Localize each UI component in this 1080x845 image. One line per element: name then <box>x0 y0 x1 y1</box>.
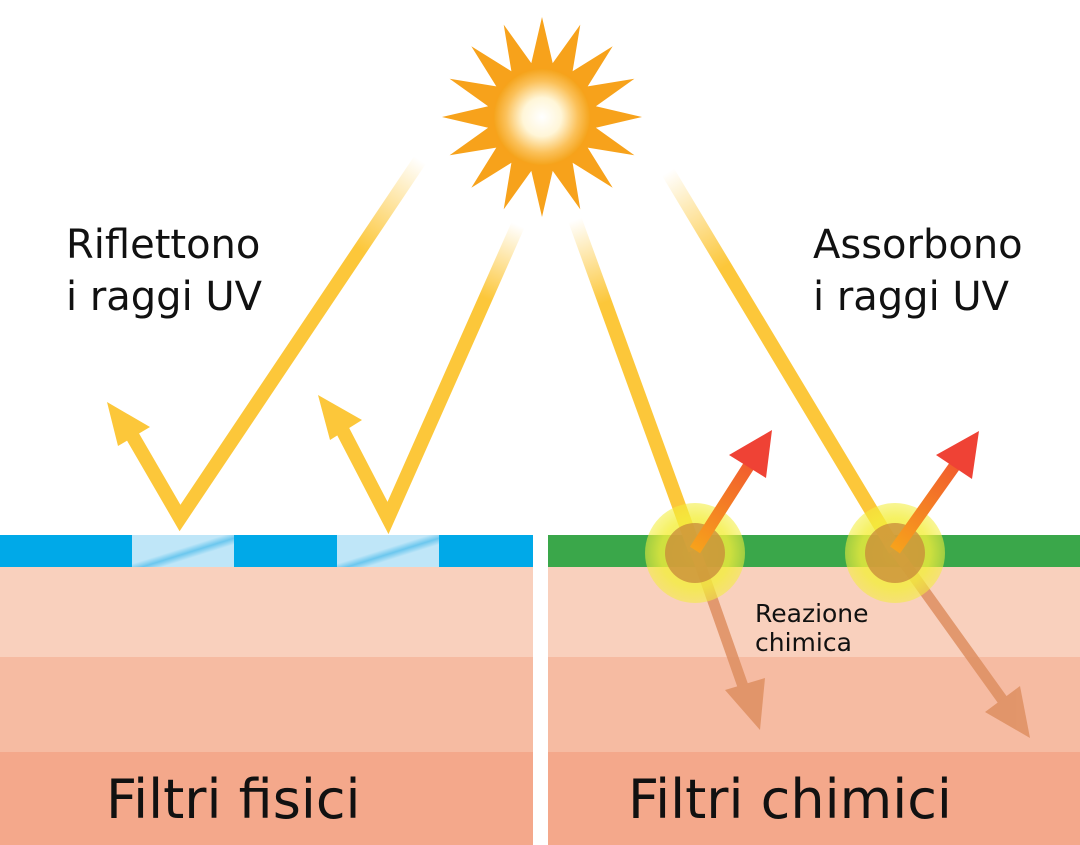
penetrating-ray-2-arrowhead <box>985 686 1030 738</box>
emitted-ray-1-arrowhead <box>729 430 772 478</box>
sun-core <box>494 69 590 165</box>
physical-filter-gap-1 <box>132 535 234 567</box>
skin-layer-middle-left <box>0 657 533 752</box>
physical-filters-title: Filtri fisici <box>106 768 361 831</box>
chemical-filters-title: Filtri chimici <box>628 768 952 831</box>
skin-layer-top-left <box>0 567 533 657</box>
reflected-ray-2-arrowhead <box>318 395 362 440</box>
emitted-ray-2 <box>890 431 979 554</box>
sun-icon <box>442 17 642 217</box>
skin-layer-middle-right <box>548 657 1080 752</box>
reflect-label-line2: i raggi UV <box>66 274 263 320</box>
emitted-ray-2-arrowhead <box>936 431 979 479</box>
reaction-glow-1 <box>645 503 745 603</box>
physical-filter-gap-2 <box>337 535 439 567</box>
skin-left <box>0 567 533 845</box>
skin-right <box>548 567 1080 845</box>
reflect-label-line1: Riflettono <box>66 222 260 268</box>
skin-layer-top-right <box>548 567 1080 657</box>
reaction-label-line2: chimica <box>755 628 852 657</box>
reaction-glow-2 <box>845 503 945 603</box>
chemical-filter-bar <box>548 535 1080 567</box>
skin-layer-bottom-right <box>548 752 1080 845</box>
emitted-ray-1 <box>689 430 772 554</box>
reflected-ray-1-arrowhead <box>107 402 150 446</box>
panel-divider <box>533 535 548 845</box>
incoming-ray-2 <box>661 168 902 554</box>
incoming-ray-1 <box>568 217 702 553</box>
absorb-label-line1: Assorbono <box>813 222 1023 268</box>
physical-filter-bar <box>0 535 533 567</box>
reflected-ray-1 <box>107 156 426 532</box>
skin-layer-bottom-left <box>0 752 533 845</box>
absorb-label-line2: i raggi UV <box>813 274 1010 320</box>
penetrating-ray-1-arrowhead <box>725 678 765 730</box>
reaction-label-line1: Reazione <box>755 599 869 628</box>
reflected-ray-2 <box>318 222 525 535</box>
